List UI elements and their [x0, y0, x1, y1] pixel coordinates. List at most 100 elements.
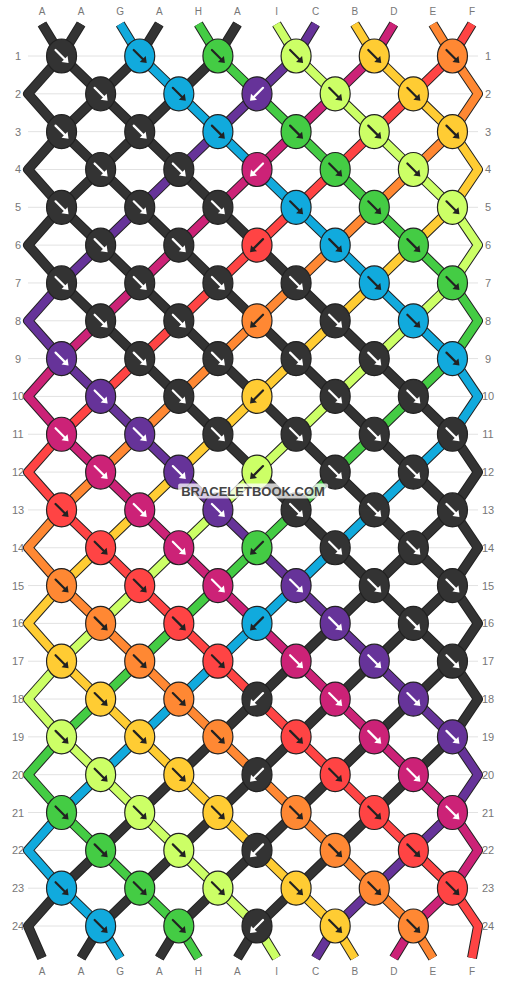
knot-arrowhead [452, 434, 459, 441]
row-number: 11 [482, 429, 493, 440]
string-letter: E [430, 7, 437, 17]
knot [242, 682, 272, 716]
string-letter: A [78, 7, 85, 17]
knot-arrowhead [374, 888, 381, 895]
knot-arrowhead [335, 94, 342, 101]
string-outline [28, 24, 478, 958]
knot-arrowhead [250, 321, 257, 328]
row-number: 6 [15, 240, 21, 251]
knot-arrow [173, 390, 183, 400]
knot-arrow [329, 315, 339, 325]
knot [359, 644, 389, 678]
knot [86, 228, 116, 262]
knot-arrowhead [101, 548, 108, 555]
knot-arrowhead [218, 434, 225, 441]
knot [86, 758, 116, 792]
knot-arrow [212, 353, 222, 363]
knot-arrow [368, 353, 378, 363]
knot-arrow [212, 126, 222, 136]
knot-arrowhead [101, 623, 108, 630]
knot-arrowhead [140, 661, 147, 668]
row-number: 16 [482, 618, 494, 629]
knot-arrowhead [413, 169, 420, 176]
knot-arrow [329, 239, 339, 249]
knot-arrowhead [250, 926, 257, 933]
knot-arrowhead [452, 888, 459, 895]
row-number: 18 [482, 694, 494, 705]
knot-arrow [56, 655, 66, 665]
knot [164, 833, 194, 867]
knot [242, 606, 272, 640]
knot [359, 39, 389, 73]
knot-arrow [368, 655, 378, 665]
row-guide [28, 736, 478, 737]
knot-arrowhead [335, 396, 342, 403]
knot-arrowhead [218, 737, 225, 744]
knot [242, 758, 272, 792]
knot-arrow [329, 163, 339, 173]
knot-arrow [446, 580, 456, 590]
knot [164, 304, 194, 338]
knot-arrowhead [179, 396, 186, 403]
string-letter: B [351, 967, 358, 977]
knot-arrow [212, 428, 222, 438]
knot [242, 228, 272, 262]
knot-arrowhead [452, 56, 459, 63]
knot [242, 152, 272, 186]
knot [320, 758, 350, 792]
string [28, 24, 478, 958]
row-number: 7 [15, 277, 21, 288]
knot-arrowhead [452, 586, 459, 593]
knot [398, 531, 428, 565]
knot-arrow [290, 126, 300, 136]
knot-arrowhead [179, 623, 186, 630]
knot-arrow [173, 920, 183, 930]
knot-arrowhead [250, 850, 257, 857]
knot-arrow [212, 882, 222, 892]
knot-arrowhead [218, 586, 225, 593]
knot [359, 115, 389, 149]
knot [125, 115, 155, 149]
row-number: 24 [12, 921, 24, 932]
knot-arrow [446, 126, 456, 136]
knot-arrow [329, 88, 339, 98]
knot-arrow [407, 542, 417, 552]
knot [164, 606, 194, 640]
row-number: 4 [485, 164, 491, 175]
knot-arrowhead [250, 245, 257, 252]
knot-arrow [212, 201, 222, 211]
knot [47, 871, 77, 905]
knot-arrowhead [374, 56, 381, 63]
knot-arrowhead [62, 132, 69, 139]
knot [164, 758, 194, 792]
knot [47, 266, 77, 300]
knot [86, 682, 116, 716]
row-guide [28, 661, 478, 662]
knot-arrow [329, 542, 339, 552]
knot-arrowhead [101, 245, 108, 252]
knot-arrowhead [452, 661, 459, 668]
knot-arrow [446, 277, 456, 287]
knot-arrowhead [140, 888, 147, 895]
knot [320, 77, 350, 111]
knot-arrowhead [179, 548, 186, 555]
knot [359, 266, 389, 300]
knot-arrow [446, 201, 456, 211]
knot-arrow [253, 88, 263, 98]
row-number: 2 [485, 88, 491, 99]
knot [359, 417, 389, 451]
knot-arrowhead [140, 737, 147, 744]
row-number: 3 [15, 126, 21, 137]
knot-arrow [134, 201, 144, 211]
knot-arrow [290, 50, 300, 60]
row-number: 9 [485, 353, 491, 364]
knot-arrow [95, 693, 105, 703]
knot [164, 909, 194, 943]
knot [398, 304, 428, 338]
knot [281, 871, 311, 905]
knot-arrowhead [62, 283, 69, 290]
string-letter: A [234, 7, 241, 17]
knot-arrowhead [413, 94, 420, 101]
knot-arrow [253, 693, 263, 703]
knot-arrowhead [101, 396, 108, 403]
